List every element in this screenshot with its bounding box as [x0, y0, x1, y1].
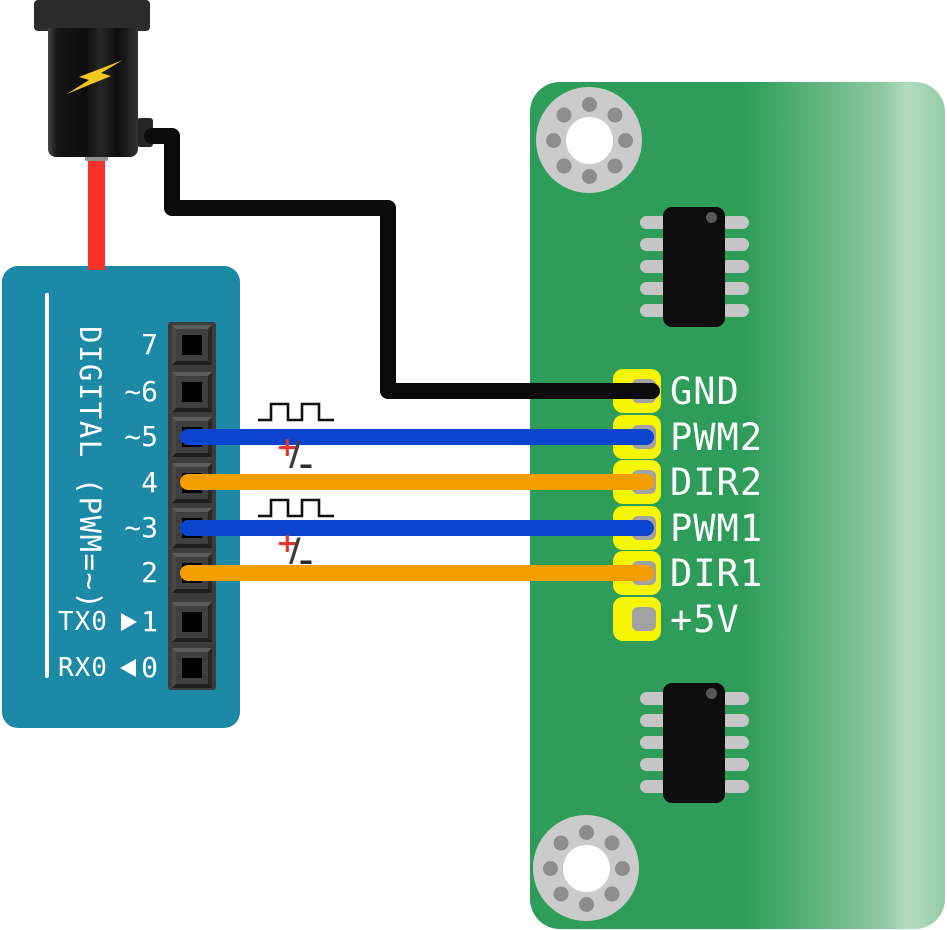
ic-pin1-dot: [706, 212, 717, 223]
driver-pin-label-dir2: DIR2: [670, 461, 764, 504]
polarity-symbol: + / –: [276, 434, 320, 481]
mounting-hole-dot: [581, 168, 597, 184]
ic-leg: [640, 714, 668, 727]
driver-pin-label-pwm2: PWM2: [670, 416, 764, 459]
driver-pad-gnd: [613, 369, 661, 413]
ic-leg: [721, 282, 749, 295]
minus-sign: –: [299, 544, 313, 577]
arduino-pin-label-4: 4: [141, 466, 158, 499]
header-pin-socket-7: [172, 325, 212, 365]
ic-chip-top: [640, 207, 749, 327]
driver-pin-label-dir1: DIR1: [670, 552, 764, 595]
mounting-hole-center: [562, 844, 610, 892]
arduino-pin-label-6: ~6: [124, 375, 158, 408]
ic-leg: [640, 780, 668, 793]
power-plug-cap: [34, 0, 150, 31]
plus-sign: +: [276, 528, 299, 559]
ic-body: [663, 207, 725, 327]
plug-tab: [137, 118, 153, 147]
pwm1-wire: [180, 520, 654, 536]
ic-leg: [640, 758, 668, 771]
ic-leg: [721, 736, 749, 749]
ic-leg: [721, 260, 749, 273]
power-wire-red: [88, 158, 105, 270]
header-pin-socket-1: [172, 602, 212, 642]
lightning-bolt-icon: [67, 60, 123, 94]
header-pin-socket-0: [172, 648, 212, 688]
mounting-hole-top: [536, 87, 642, 193]
ic-leg: [721, 780, 749, 793]
driver-pin-label-gnd: GND: [670, 370, 740, 413]
mounting-hole-dot: [545, 132, 561, 148]
dir2-wire: [180, 474, 654, 490]
ic-leg: [721, 216, 749, 229]
pwm-square-wave-icon: [258, 498, 334, 518]
ic-leg: [721, 238, 749, 251]
ic-body: [663, 683, 725, 803]
rx-label: RX0: [58, 653, 108, 683]
slash-sign: /: [289, 435, 301, 473]
driver-pin-label-pwm1: PWM1: [670, 507, 764, 550]
arduino-pin-label-0: 0: [141, 651, 158, 684]
plus-sign: +: [276, 432, 299, 463]
arduino-pin-label-1: 1: [141, 605, 158, 638]
mounting-hole-dot: [617, 132, 633, 148]
minus-sign: –: [299, 448, 313, 481]
mounting-hole-dot: [614, 860, 630, 876]
ic-leg: [721, 714, 749, 727]
driver-pin-label-5v: +5V: [670, 598, 740, 641]
ic-leg: [721, 304, 749, 317]
dir1-wire: [180, 565, 654, 581]
arduino-pin-label-5: ~5: [124, 420, 158, 453]
ic-leg: [721, 758, 749, 771]
ic-leg: [640, 692, 668, 705]
slash-sign: /: [289, 531, 301, 569]
arduino-pin-label-3: ~3: [124, 511, 158, 544]
pad-hole: [632, 379, 656, 403]
silkscreen-line: [45, 293, 49, 678]
ic-leg: [640, 736, 668, 749]
tx-label: TX0: [58, 607, 108, 637]
ic-leg: [721, 692, 749, 705]
mounting-hole-bottom: [533, 815, 639, 921]
ic-chip-bottom: [640, 683, 749, 803]
mounting-hole-dot: [578, 896, 594, 912]
arduino-pin-label-7: 7: [141, 328, 158, 361]
pad-hole: [632, 607, 656, 631]
mounting-hole-dot: [542, 860, 558, 876]
pwm2-wire: [180, 429, 654, 445]
mounting-hole-dot: [578, 824, 594, 840]
mounting-hole-center: [565, 116, 613, 164]
arduino-pin-label-2: 2: [141, 556, 158, 589]
power-plug: [48, 28, 138, 157]
ic-pin1-dot: [706, 688, 717, 699]
driver-pad-5v: [613, 597, 661, 641]
header-pin-socket-6: [172, 372, 212, 412]
polarity-symbol: + / –: [276, 530, 320, 577]
plug-connector-nub: [85, 153, 108, 161]
mounting-hole-dot: [581, 96, 597, 112]
pwm-square-wave-icon: [258, 402, 334, 422]
